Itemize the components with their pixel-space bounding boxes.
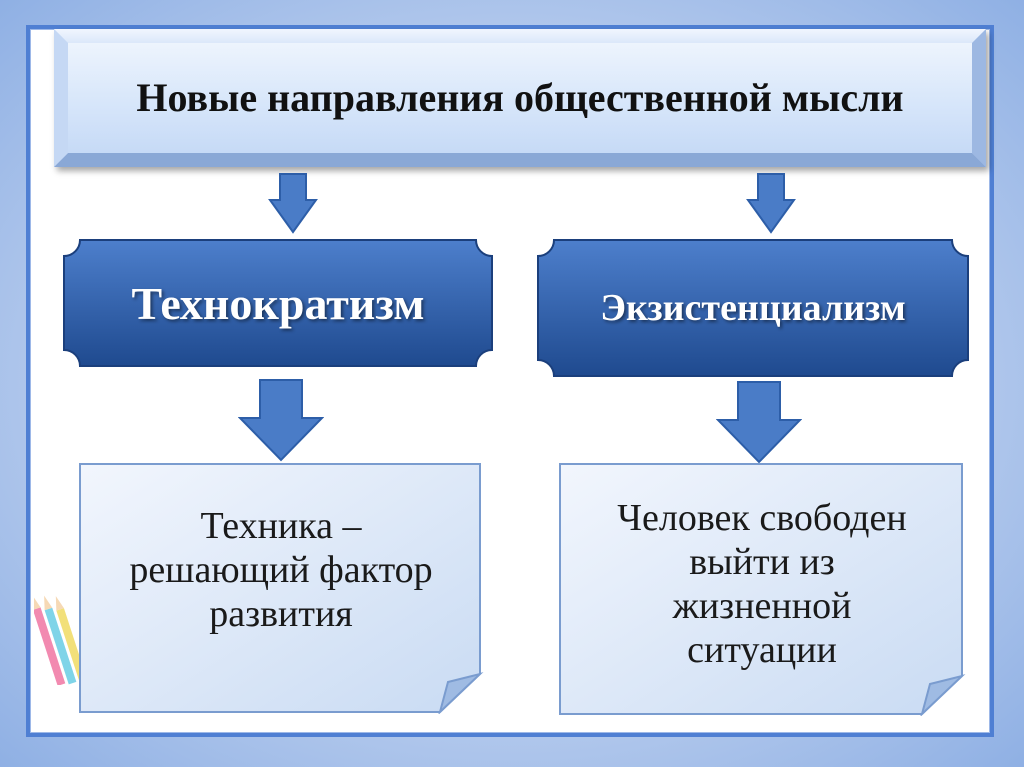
note-line: Человек свободен xyxy=(617,497,907,539)
title-box xyxy=(54,29,986,167)
technocratism-label: Технократизм xyxy=(131,277,425,329)
existentialism-box: Экзистенциализм xyxy=(536,238,970,378)
diagram-title: Новые направления общественной мысли xyxy=(136,75,904,120)
arrow-down-icon xyxy=(238,379,324,462)
note-line: Техника – xyxy=(200,505,362,547)
arrow-down-icon xyxy=(268,173,318,234)
arrow-down-icon xyxy=(716,381,802,464)
note-line: развития xyxy=(209,593,353,635)
note-line: ситуации xyxy=(687,629,837,671)
pencils-icon xyxy=(34,595,84,685)
note-line: жизненной xyxy=(672,585,852,627)
existentialism-note: Человек свободен выйти из жизненной ситу… xyxy=(558,462,966,716)
technocratism-note: Техника – решающий фактор развития xyxy=(78,462,484,714)
note-line: выйти из xyxy=(689,541,835,583)
note-line: решающий фактор xyxy=(129,549,433,591)
technocratism-box: Технократизм xyxy=(62,238,494,368)
existentialism-label: Экзистенциализм xyxy=(600,287,906,329)
arrow-down-icon xyxy=(746,173,796,234)
